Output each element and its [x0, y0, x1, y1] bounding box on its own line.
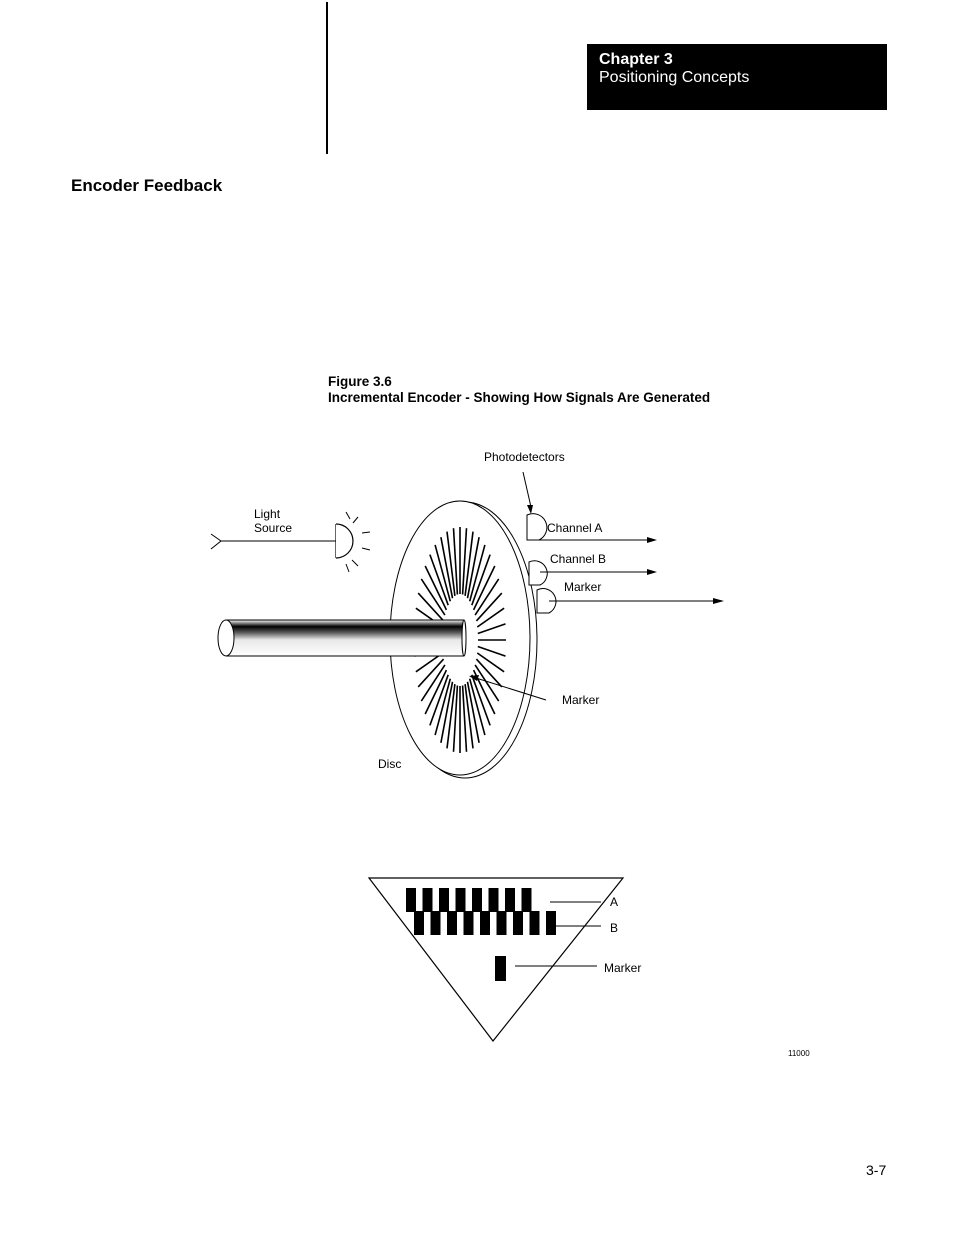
channel-a-pulse — [455, 888, 466, 912]
disc-slot — [468, 678, 486, 736]
channel-a-label: Channel A — [547, 521, 602, 535]
disc-slot — [429, 554, 449, 606]
channel-a-pulse — [488, 888, 499, 912]
signal-window — [367, 877, 625, 1042]
channel-b-label: Channel B — [550, 552, 606, 566]
photodetectors — [522, 471, 724, 614]
disc-slot — [452, 685, 459, 752]
disc-slot — [471, 554, 491, 606]
chapter-title: Positioning Concepts — [599, 69, 750, 86]
channel-a-pulses — [406, 888, 532, 912]
disc-slot — [464, 684, 474, 749]
disc-slot — [476, 652, 505, 673]
signal-b-label: B — [610, 921, 618, 935]
disc-slot — [446, 684, 456, 749]
light-source-label-line1: Light — [254, 507, 281, 521]
channel-a-pulse — [472, 888, 482, 912]
disc-slot — [474, 664, 500, 702]
disc-slot — [452, 528, 459, 595]
disc-slot — [466, 681, 480, 743]
channel-b-pulses — [414, 911, 556, 935]
figure-id: 11000 — [788, 1049, 810, 1058]
chapter-number: Chapter 3 — [599, 51, 673, 68]
channel-a-pulse — [406, 888, 416, 912]
disc-slot — [446, 531, 456, 596]
page-number: 3-7 — [866, 1162, 887, 1178]
disc-slot — [420, 578, 446, 616]
disc-slot — [461, 528, 468, 595]
channel-b-pulse — [463, 911, 474, 935]
light-source — [210, 511, 371, 573]
disc-slot — [440, 537, 454, 599]
disc-slot — [471, 674, 491, 726]
channel-b-pulse — [496, 911, 507, 935]
disc-slot — [477, 645, 506, 657]
disc-slot — [468, 544, 486, 602]
disc-label: Disc — [378, 757, 401, 771]
disc-slot — [477, 623, 506, 635]
disc-slot — [424, 669, 448, 715]
chapter-header-box: Chapter 3 Positioning Concepts — [587, 44, 887, 110]
signal-a-label: A — [610, 895, 618, 909]
photodetectors-label: Photodetectors — [484, 450, 565, 464]
disc-slot — [434, 544, 452, 602]
marker-output-label: Marker — [564, 580, 601, 594]
signal-marker-label: Marker — [604, 961, 641, 975]
figure-caption: Incremental Encoder - Showing How Signal… — [328, 390, 711, 405]
channel-b-pulse — [430, 911, 441, 935]
channel-a-pulse — [521, 888, 532, 912]
disc-slot — [420, 664, 446, 702]
figure-number: Figure 3.6 — [328, 374, 392, 389]
disc-slot — [475, 592, 503, 622]
disc-slot — [474, 578, 500, 616]
disc-slot — [472, 565, 496, 611]
section-heading: Encoder Feedback — [71, 176, 223, 195]
disc-slot — [429, 674, 449, 726]
channel-a-pulse — [422, 888, 433, 912]
disc-slot — [461, 685, 468, 752]
channel-b-pulse — [546, 911, 556, 935]
disc-slot — [440, 681, 454, 743]
disc-slot — [476, 607, 505, 628]
channel-b-pulse — [414, 911, 424, 935]
channel-b-pulse — [513, 911, 523, 935]
channel-a-pulse — [505, 888, 515, 912]
disc-slot — [475, 658, 503, 688]
light-source-label-line2: Source — [254, 521, 292, 535]
disc-slot — [417, 658, 445, 688]
header-vertical-rule — [326, 2, 328, 154]
channel-b-pulse — [480, 911, 490, 935]
marker-pointer-arrowhead — [469, 675, 479, 681]
encoder-shaft — [217, 619, 467, 657]
marker-pointer — [475, 677, 547, 701]
disc-slot — [424, 565, 448, 611]
marker-pulse — [495, 956, 506, 981]
channel-b-pulse — [529, 911, 540, 935]
disc-marker-label: Marker — [562, 693, 599, 707]
disc-slot — [466, 537, 480, 599]
disc-slot — [464, 531, 474, 596]
channel-a-pulse — [439, 888, 449, 912]
disc-slot — [417, 592, 445, 622]
disc-slot — [434, 678, 452, 736]
channel-b-pulse — [447, 911, 457, 935]
